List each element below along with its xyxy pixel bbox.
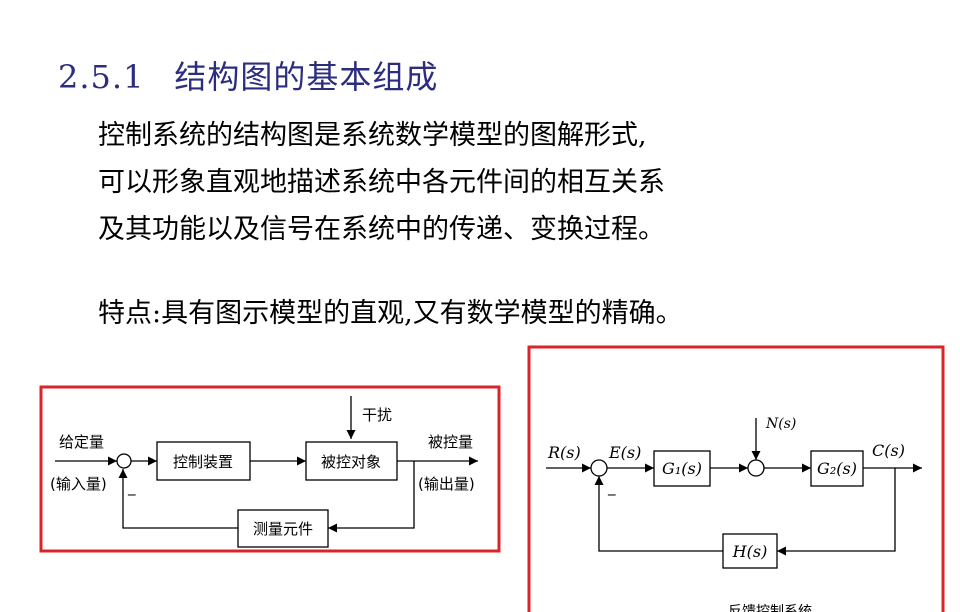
feedback-return-line bbox=[118, 469, 238, 529]
intro-line-3: 及其功能以及信号在系统中的传递、变换过程。 bbox=[98, 214, 665, 245]
sensor-label: 测量元件 bbox=[253, 520, 313, 538]
sensor-block bbox=[237, 509, 329, 548]
feedback-forward-line bbox=[328, 461, 415, 533]
summing-junction-1 bbox=[590, 459, 608, 477]
controller-label: 控制装置 bbox=[173, 453, 233, 471]
section-title: 结构图的基本组成 bbox=[174, 58, 439, 96]
plant-block bbox=[305, 441, 398, 481]
input-label: 给定量 bbox=[59, 433, 104, 451]
left-diagram-frame bbox=[39, 385, 501, 553]
feedback-minus-sign: _ bbox=[607, 478, 616, 497]
intro-line-2: 可以形象直观地描述系统中各元件间的相互关系 bbox=[98, 167, 665, 198]
right-block-diagram: R(s) _ E(s) G₁(s) N(s) G₂(s) C(s) H(s) 反… bbox=[527, 345, 945, 612]
minus-sign: _ bbox=[127, 478, 136, 497]
summing-junction-2 bbox=[747, 459, 765, 477]
section-number: 2.5.1 bbox=[58, 58, 145, 96]
intro-paragraph: 控制系统的结构图是系统数学模型的图解形式, 可以形象直观地描述系统中各元件间的相… bbox=[98, 112, 665, 253]
summing-junction bbox=[116, 453, 132, 469]
controller-block bbox=[156, 441, 251, 481]
feedback-return-line bbox=[594, 476, 723, 552]
right-diagram-frame bbox=[527, 345, 945, 612]
h-label: H(s) bbox=[732, 542, 768, 561]
input-signal-label: R(s) bbox=[547, 443, 581, 462]
feature-text: 特点:具有图示模型的直观,又有数学模型的精确。 bbox=[98, 298, 683, 329]
feedback-forward-line bbox=[777, 468, 896, 556]
g1-label: G₁(s) bbox=[662, 459, 702, 478]
output-sub-label: (输出量) bbox=[418, 475, 475, 493]
error-signal-label: E(s) bbox=[608, 443, 641, 462]
disturbance-signal-label: N(s) bbox=[765, 416, 796, 432]
intro-line-1: 控制系统的结构图是系统数学模型的图解形式, bbox=[98, 120, 647, 151]
diagram-caption: 反馈控制系统 bbox=[728, 604, 812, 612]
output-signal-label: C(s) bbox=[872, 441, 905, 460]
input-sub-label: (输入量) bbox=[50, 475, 107, 493]
output-label: 被控量 bbox=[428, 433, 473, 451]
left-block-diagram: 干扰 给定量 (输入量) _ 控制装置 被控对象 被控量 (输出量) 测量元件 bbox=[39, 385, 501, 553]
disturbance-label: 干扰 bbox=[362, 406, 392, 424]
plant-label: 被控对象 bbox=[321, 453, 381, 471]
section-heading: 2.5.1 结构图的基本组成 bbox=[58, 52, 438, 98]
g2-label: G₂(s) bbox=[817, 459, 857, 478]
